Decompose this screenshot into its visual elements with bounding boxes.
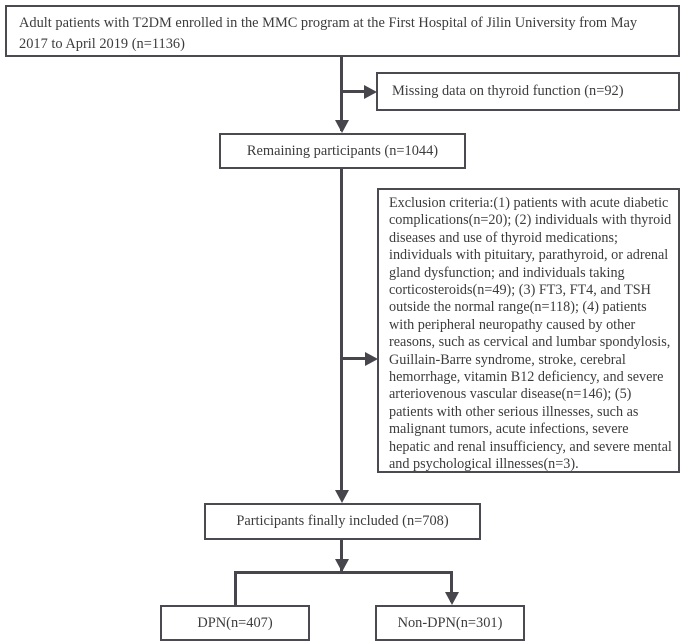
node-participants-included: Participants finally included (n=708) [204,503,481,540]
arrowhead-included-to-split [334,559,349,572]
node-participants-included-label: Participants finally included (n=708) [236,513,449,529]
arrowhead-remaining-to-included [334,490,349,503]
node-exclusion-criteria-label: Exclusion criteria:(1) patients with acu… [389,195,672,473]
connector-enrolled-to-remaining [340,57,343,131]
node-non-dpn-group: Non-DPN(n=301) [375,605,525,641]
node-enrolled-cohort: Adult patients with T2DM enrolled in the… [5,5,680,57]
node-enrolled-cohort-label: Adult patients with T2DM enrolled in the… [19,15,638,52]
connector-to-exclusion-criteria [340,357,371,360]
connector-to-missing-data [340,90,370,93]
node-missing-thyroid-data: Missing data on thyroid function (n=92) [376,72,680,111]
connector-split-to-nondpn [450,571,453,602]
arrowhead-split-to-nondpn [444,592,459,605]
connector-included-to-split [340,540,343,572]
node-non-dpn-group-label: Non-DPN(n=301) [397,615,503,631]
connector-split-bar [234,571,453,574]
node-remaining-participants: Remaining participants (n=1044) [219,133,466,169]
connector-split-to-dpn [234,571,237,605]
node-dpn-group: DPN(n=407) [160,605,310,641]
node-missing-thyroid-data-label: Missing data on thyroid function (n=92) [392,83,624,99]
arrowhead-to-exclusion-criteria [365,351,378,366]
connector-remaining-to-included [340,169,343,493]
arrowhead-to-missing-data [364,84,377,99]
arrowhead-enrolled-to-remaining [334,120,349,133]
node-remaining-participants-label: Remaining participants (n=1044) [246,143,439,159]
node-exclusion-criteria: Exclusion criteria:(1) patients with acu… [377,188,680,473]
node-dpn-group-label: DPN(n=407) [197,615,273,631]
